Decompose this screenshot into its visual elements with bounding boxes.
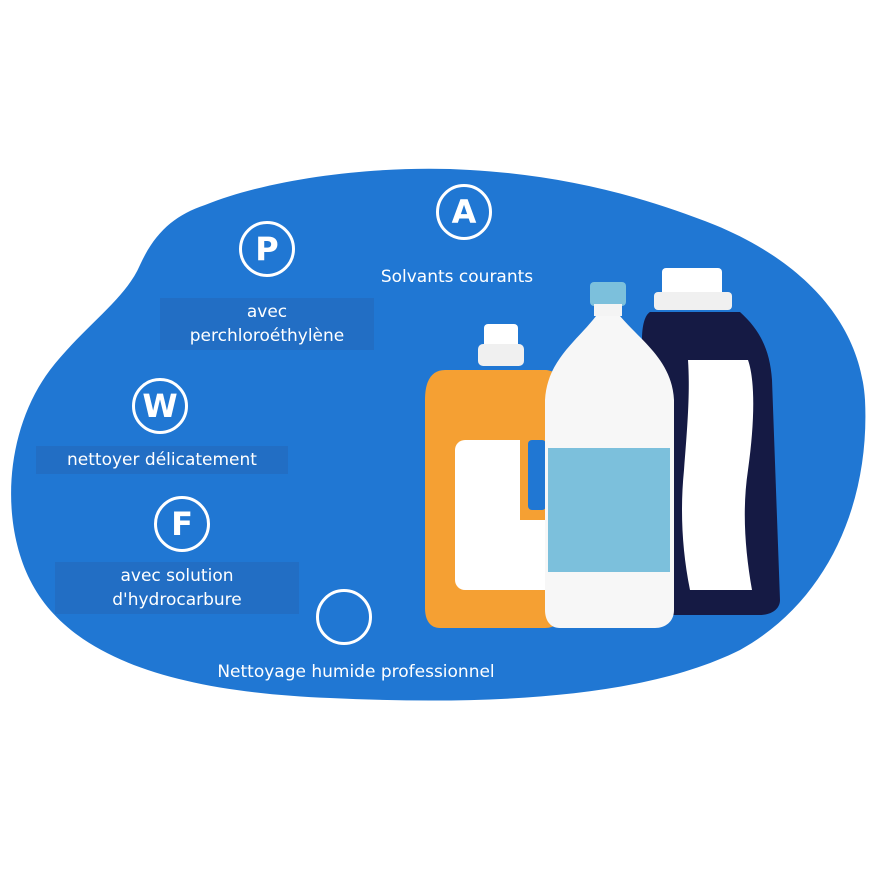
symbol-w-letter: W	[142, 387, 178, 425]
label-nettoyage-humide: Nettoyage humide professionnel	[186, 660, 526, 684]
dark-detergent-bottle-icon	[642, 268, 780, 615]
symbol-a-circle: A	[436, 184, 492, 240]
label-line: nettoyer délicatement	[67, 450, 257, 470]
label-perchloroethylene: avec perchloroéthylène	[160, 298, 374, 350]
orange-detergent-bottle-icon	[425, 324, 562, 628]
label-line: Solvants courants	[380, 267, 534, 287]
label-hydrocarbure: avec solution d'hydrocarbure	[55, 562, 299, 614]
symbol-f-letter: F	[171, 505, 193, 543]
symbol-p-circle: P	[239, 221, 295, 277]
white-bleach-bottle-icon	[545, 282, 674, 628]
symbol-a-letter: A	[451, 193, 477, 231]
symbol-f-circle: F	[154, 496, 210, 552]
symbol-w-circle: W	[132, 378, 188, 434]
label-line: avec	[246, 302, 288, 322]
label-line: perchloroéthylène	[189, 326, 345, 346]
label-line: Nettoyage humide professionnel	[217, 662, 495, 682]
label-solvants-courants: Solvants courants	[362, 265, 552, 289]
symbol-p-letter: P	[255, 230, 279, 268]
label-line: d'hydrocarbure	[112, 590, 242, 610]
symbol-empty-circle	[316, 589, 372, 645]
label-line: avec solution	[120, 566, 234, 586]
label-nettoyer-delicatement: nettoyer délicatement	[36, 446, 288, 474]
